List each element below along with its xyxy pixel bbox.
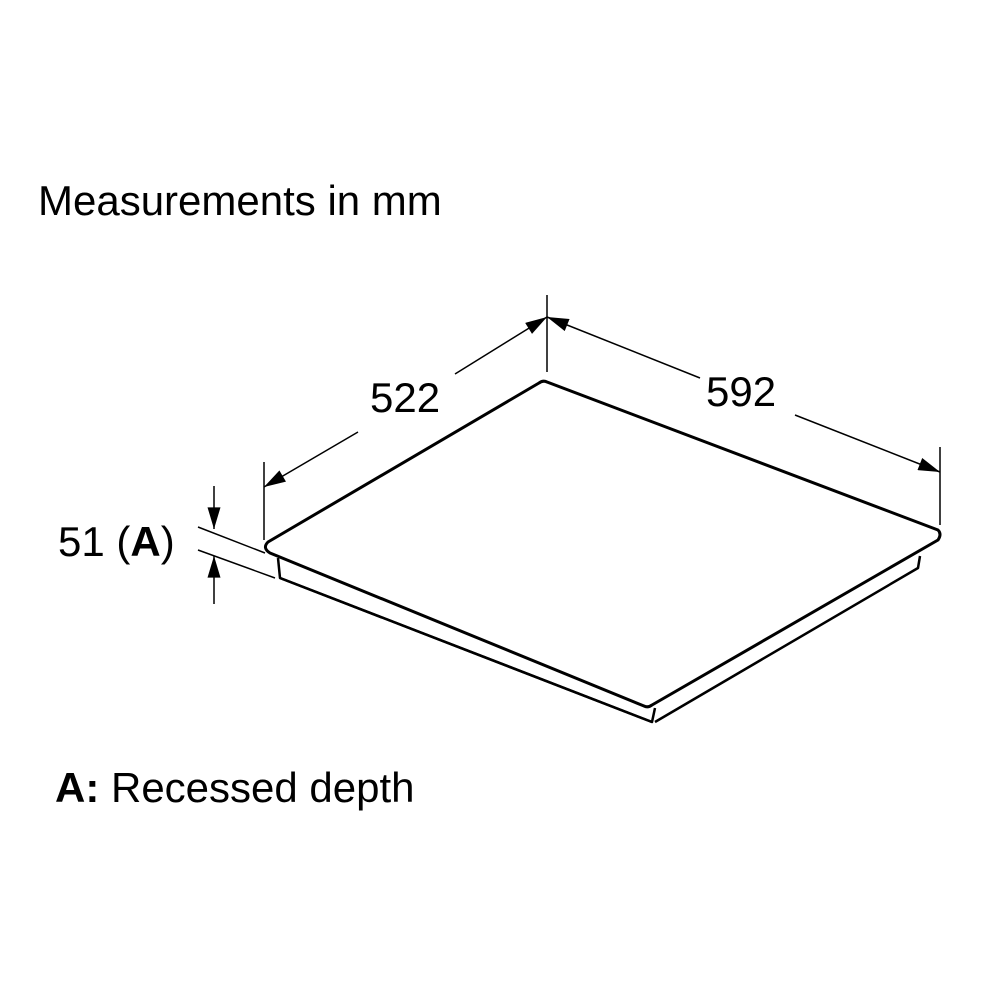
legend-description: Recessed depth (99, 764, 414, 811)
depth-dimension-line (263, 316, 548, 488)
diagram-title: Measurements in mm (38, 177, 442, 224)
recess-key: A (130, 518, 160, 565)
recess-close: ) (161, 518, 175, 565)
recess-dimension-label: 51 (A) (58, 518, 175, 565)
recess-value: 51 ( (58, 518, 130, 565)
hob-recessed-body (276, 555, 922, 724)
legend-key: A: (55, 764, 99, 811)
width-dimension-line (546, 316, 941, 473)
hob-top-plate (263, 379, 942, 709)
width-dimension-label: 592 (706, 368, 776, 415)
depth-dimension-label: 522 (370, 374, 440, 421)
extension-lines (197, 295, 941, 579)
legend: A: Recessed depth (55, 764, 415, 811)
